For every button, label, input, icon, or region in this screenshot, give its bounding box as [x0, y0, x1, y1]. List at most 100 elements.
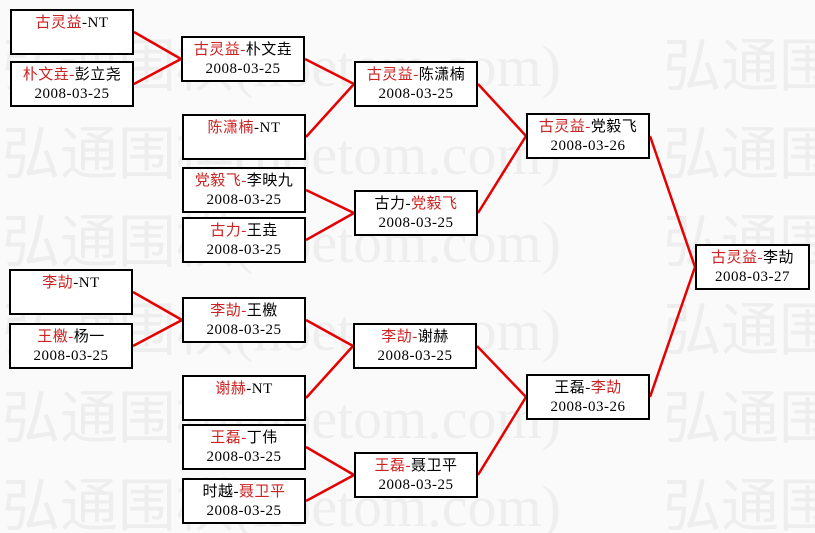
player-name: 杨一: [73, 329, 105, 345]
match-date: 2008-03-25: [206, 322, 282, 338]
match-players: 古灵益-朴文垚: [183, 41, 303, 60]
player-name: -NT: [73, 275, 100, 291]
player-name-winner: 古灵益: [35, 15, 82, 31]
match-date: 2008-03-25: [206, 242, 282, 258]
player-name-winner: 陈潇楠: [207, 120, 254, 136]
match-date: 2008-03-25: [378, 86, 454, 102]
match-date: 2008-03-25: [34, 86, 110, 102]
match-players: 古力-王垚: [184, 222, 304, 241]
player-name: 丁伟: [246, 430, 278, 446]
watermark-text: 弘通围棋(hoetom.com): [663, 34, 815, 99]
player-name-winner: 朴文垚-: [22, 67, 75, 83]
player-name: 彭立尧: [74, 67, 122, 83]
connector-line: [133, 57, 182, 86]
player-name: 党毅飞: [590, 119, 638, 135]
player-name-winner: 李劼: [42, 275, 74, 291]
match-date: 2008-03-26: [550, 138, 626, 154]
match-date: 2008-03-27: [715, 269, 790, 285]
match-date: 2008-03-26: [550, 399, 626, 415]
match-box-r2-bot-2: 谢赫-NT: [182, 375, 306, 421]
player-name: 王垚: [246, 223, 278, 239]
match-date: 2008-03-25: [33, 348, 109, 364]
match-players: 王磊-丁伟: [184, 429, 304, 448]
connector-line: [648, 135, 697, 268]
player-name: -NT: [254, 120, 281, 136]
player-name: 王檄: [246, 303, 278, 319]
player-name-winner: 王磊-: [374, 458, 411, 474]
match-players: 王檄-杨一: [11, 328, 131, 347]
match-box-r2-bot-4: 时越-聂卫平 2008-03-25: [182, 478, 306, 524]
match-players: 王磊-聂卫平: [356, 457, 476, 476]
player-name-winner: 李劼: [590, 380, 622, 396]
match-players: 古灵益-李劼: [697, 249, 808, 268]
player-name-winner: 古灵益-: [193, 42, 246, 58]
match-date: 2008-03-25: [206, 503, 282, 519]
match-players: 李劼-NT: [11, 274, 131, 293]
connector-line: [133, 30, 182, 61]
match-players: 谢赫-NT: [184, 380, 304, 399]
connector-line: [132, 290, 183, 322]
match-box-r2-top-2: 陈潇楠-NT: [182, 114, 306, 160]
player-name-winner: 李劼-: [381, 329, 418, 345]
player-name: 谢赫: [417, 329, 449, 345]
match-players: 党毅飞-李映九: [184, 172, 304, 191]
connector-line: [305, 188, 355, 215]
connector-line: [476, 345, 527, 398]
player-name-winner: 古灵益-: [538, 119, 591, 135]
match-box-qf-top-1: 古灵益-NT: [10, 9, 134, 55]
player-name-winner: 王磊-: [210, 430, 247, 446]
match-date: 2008-03-25: [378, 477, 454, 493]
player-name: 李劼: [762, 250, 794, 266]
player-name-winner: 谢赫: [215, 381, 247, 397]
connector-line: [648, 266, 697, 398]
player-name: 古力-: [374, 196, 411, 212]
connector-line: [132, 318, 183, 348]
connector-line: [476, 396, 528, 476]
connector-line: [476, 135, 528, 214]
match-players: 李劼-谢赫: [355, 328, 475, 347]
connector-line: [305, 445, 355, 477]
watermark-text: 弘通围棋(hoetom.com): [663, 474, 815, 533]
match-box-qf-bot-1: 李劼-NT: [9, 269, 133, 315]
match-date: 2008-03-25: [205, 61, 281, 77]
match-date: 2008-03-25: [378, 215, 454, 231]
player-name: 李映九: [246, 173, 294, 189]
player-name: 朴文垚: [245, 42, 293, 58]
match-players: 古灵益-陈潇楠: [356, 66, 476, 85]
player-name-winner: 党毅飞-: [194, 173, 247, 189]
player-name-winner: 古灵益-: [366, 67, 419, 83]
match-date: 2008-03-25: [206, 449, 282, 465]
match-players: 李劼-王檄: [184, 302, 304, 321]
player-name: 王磊-: [554, 380, 591, 396]
match-box-sf-bot: 王磊-李劼 2008-03-26: [526, 374, 650, 420]
match-date: 2008-03-25: [377, 348, 453, 364]
player-name-winner: 李劼-: [210, 303, 247, 319]
player-name: 时越-: [202, 484, 239, 500]
connector-line: [305, 211, 355, 242]
connector-line: [305, 318, 354, 348]
player-name-winner: 聂卫平: [238, 484, 286, 500]
match-players: 朴文垚-彭立尧: [12, 66, 132, 85]
player-name-winner: 党毅飞: [410, 196, 458, 212]
match-players: 古灵益-党毅飞: [528, 118, 648, 137]
connector-line: [305, 345, 354, 399]
player-name-winner: 古灵益-: [710, 250, 763, 266]
player-name-winner: 王檄-: [37, 329, 74, 345]
connector-line: [304, 57, 355, 86]
match-players: 古灵益-NT: [12, 14, 132, 33]
watermark-text: 弘通围棋(hoetom.com): [663, 122, 815, 187]
match-players: 古力-党毅飞: [356, 195, 476, 214]
